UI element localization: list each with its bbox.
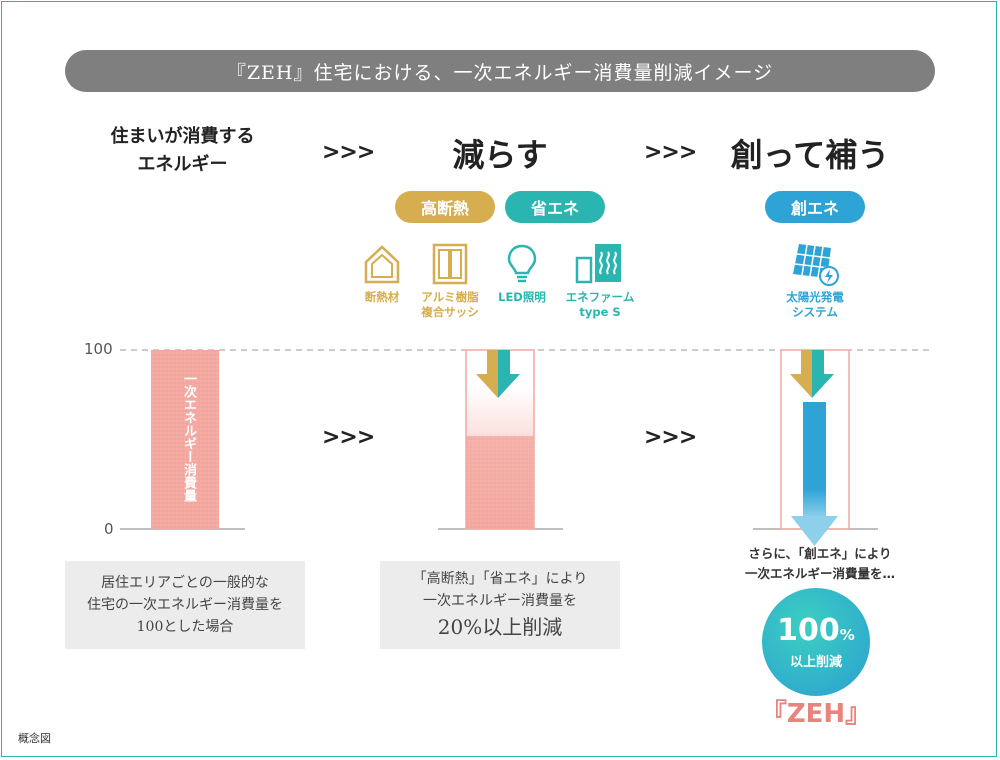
icon-label-line1: エネファーム — [565, 290, 635, 304]
caption-line: 居住エリアごとの一般的な — [101, 575, 269, 591]
bar-value-texture — [466, 435, 534, 529]
solar-panel-icon — [793, 244, 839, 286]
stage-heading-line1: 住まいが消費する — [110, 126, 255, 147]
icon-label-line2: 複合サッシ — [421, 305, 479, 319]
creation-arrow-head — [791, 516, 838, 546]
pill-energy-creation: 創エネ — [765, 191, 865, 223]
pill-energy-saving: 省エネ — [505, 191, 605, 223]
icon-label-line2: システム — [792, 305, 838, 319]
icon-label: 断熱材 — [364, 290, 400, 304]
page-title: 『ZEH』住宅における、一次エネルギー消費量削減イメージ — [65, 50, 935, 92]
stage-heading-line2: エネルギー — [137, 154, 228, 175]
stage-heading-reduce: 減らす — [452, 136, 548, 174]
window-sash-icon — [432, 243, 468, 285]
stage-heading-consumption: 住まいが消費する エネルギー — [75, 123, 290, 179]
note-conceptual: 概念図 — [18, 732, 51, 745]
caption-line: 住宅の一次エネルギー消費量を — [87, 597, 283, 613]
further-reduction-text: さらに、「創エネ」により 一次エネルギー消費量を… — [700, 544, 940, 584]
result-percent-value: 100 — [777, 612, 840, 648]
arrow-glyph-mid-1: >>> — [322, 425, 375, 450]
house-icon — [364, 245, 400, 284]
y-tick-100: 100 — [84, 340, 113, 358]
y-tick-0: 0 — [104, 520, 114, 538]
arrow-glyph-mid-2: >>> — [644, 425, 697, 450]
stage-heading-create: 創って補う — [730, 136, 890, 174]
result-badge: 100% 以上削減 — [762, 588, 870, 696]
caption-highlight: 20%以上削減 — [437, 615, 563, 639]
caption-baseline: 居住エリアごとの一般的な 住宅の一次エネルギー消費量を 100とした場合 — [65, 561, 305, 649]
arrow-glyph-header-2: >>> — [644, 140, 697, 165]
bar-value — [151, 350, 219, 529]
icon-label-line1: 太陽光発電 — [786, 290, 844, 304]
caption-line: 一次エネルギー消費量を — [423, 593, 577, 609]
ene-farm-icon — [575, 244, 621, 284]
item-solar-power: 太陽光発電 システム — [767, 240, 863, 320]
item-window-sash: アルミ樹脂 複合サッシ — [402, 242, 498, 320]
further-line2: 一次エネルギー消費量を… — [744, 566, 895, 581]
pill-insulation: 高断熱 — [395, 191, 495, 223]
creation-arrow-shaft — [803, 402, 826, 518]
item-led-lighting: LED照明 — [474, 242, 570, 305]
icon-label-line1: アルミ樹脂 — [421, 290, 479, 304]
arrow-glyph-header-1: >>> — [322, 140, 375, 165]
caption-line: 「高断熱」「省エネ」により — [412, 571, 588, 587]
icon-label-line2: type S — [579, 305, 621, 319]
item-ene-farm: エネファーム type S — [552, 242, 648, 320]
caption-line: 100とした場合 — [136, 619, 234, 635]
result-percent-sign: % — [839, 625, 855, 644]
reduction-arrow — [476, 350, 520, 398]
result-percent: 100% — [777, 612, 855, 651]
reduction-arrow-right — [790, 350, 834, 398]
bar-label-primary-energy: 一次エネルギー消費量 — [181, 372, 196, 502]
icon-label: LED照明 — [498, 290, 546, 304]
item-insulation: 断熱材 — [334, 242, 430, 305]
caption-reduction: 「高断熱」「省エネ」により 一次エネルギー消費量を 20%以上削減 — [380, 561, 620, 649]
further-line1: さらに、「創エネ」により — [748, 546, 892, 561]
result-text: 以上削減 — [789, 654, 842, 670]
light-bulb-icon — [507, 244, 537, 283]
zeh-label: 『ZEH』 — [760, 699, 872, 729]
